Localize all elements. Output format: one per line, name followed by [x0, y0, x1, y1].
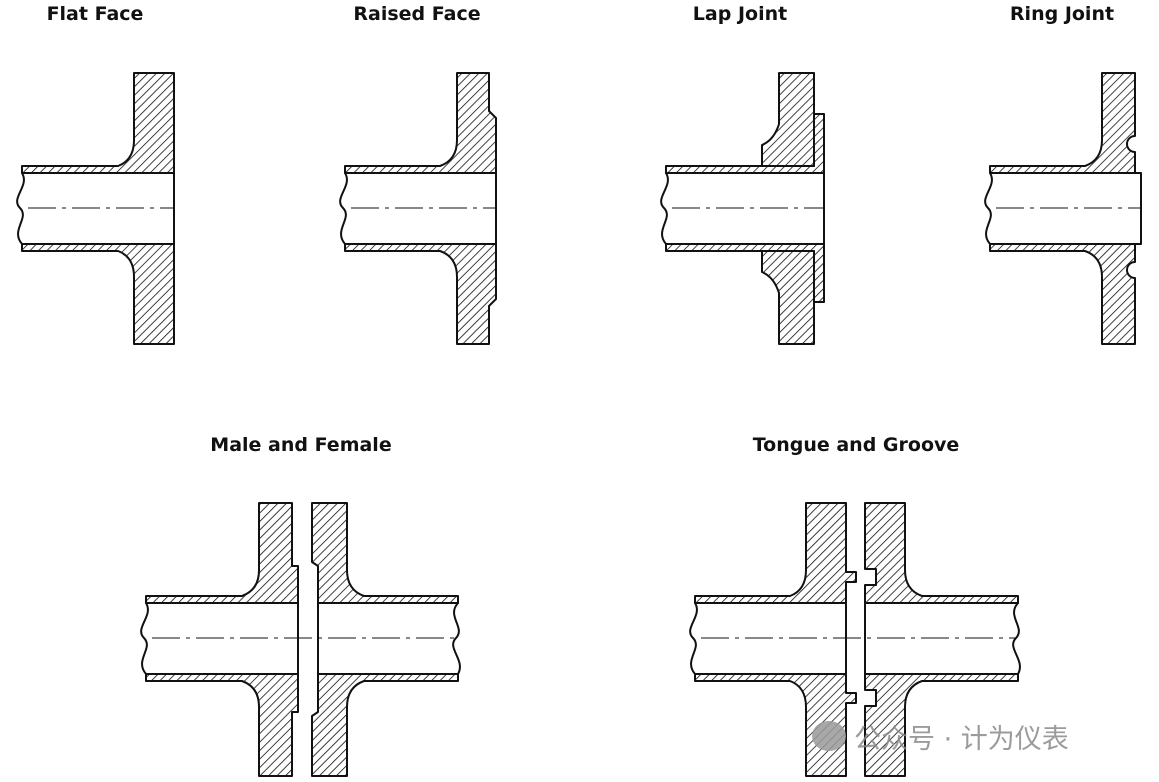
label-male-female: Male and Female: [210, 434, 392, 456]
lap-joint-lower-flange: [761, 250, 815, 345]
ring-joint-upper-flange: [989, 72, 1136, 174]
male-female-left-lower-flange: [145, 673, 299, 777]
label-lap-joint: Lap Joint: [692, 3, 788, 25]
watermark-text: 公众号 · 计为仪表: [854, 723, 1069, 755]
male-female-diagram: [140, 502, 461, 777]
tongue-groove-left-upper-flange: [694, 502, 857, 604]
label-tongue-groove: Tongue and Groove: [752, 434, 960, 456]
tongue-groove-right-upper-flange: [864, 502, 1019, 604]
tongue-groove-left-lower-flange: [694, 673, 857, 777]
label-ring-joint: Ring Joint: [1009, 3, 1115, 25]
flat-face-upper-flange: [21, 72, 175, 174]
watermark: 公众号 · 计为仪表: [812, 716, 1069, 756]
male-female-right-lower-flange: [311, 673, 459, 777]
flat-face-lower-flange: [21, 243, 175, 345]
lap-joint-upper-flange: [761, 72, 815, 167]
label-flat-face: Flat Face: [46, 3, 144, 25]
wechat-icon: [812, 721, 846, 751]
tongue-groove-right-lower-flange: [864, 673, 1019, 777]
ring-joint-lower-flange: [989, 243, 1136, 345]
male-female-right-upper-flange: [311, 502, 459, 604]
raised-face-lower-flange: [344, 243, 497, 345]
male-female-left-upper-flange: [145, 502, 299, 604]
raised-face-upper-flange: [344, 72, 497, 174]
label-raised-face: Raised Face: [353, 3, 481, 25]
